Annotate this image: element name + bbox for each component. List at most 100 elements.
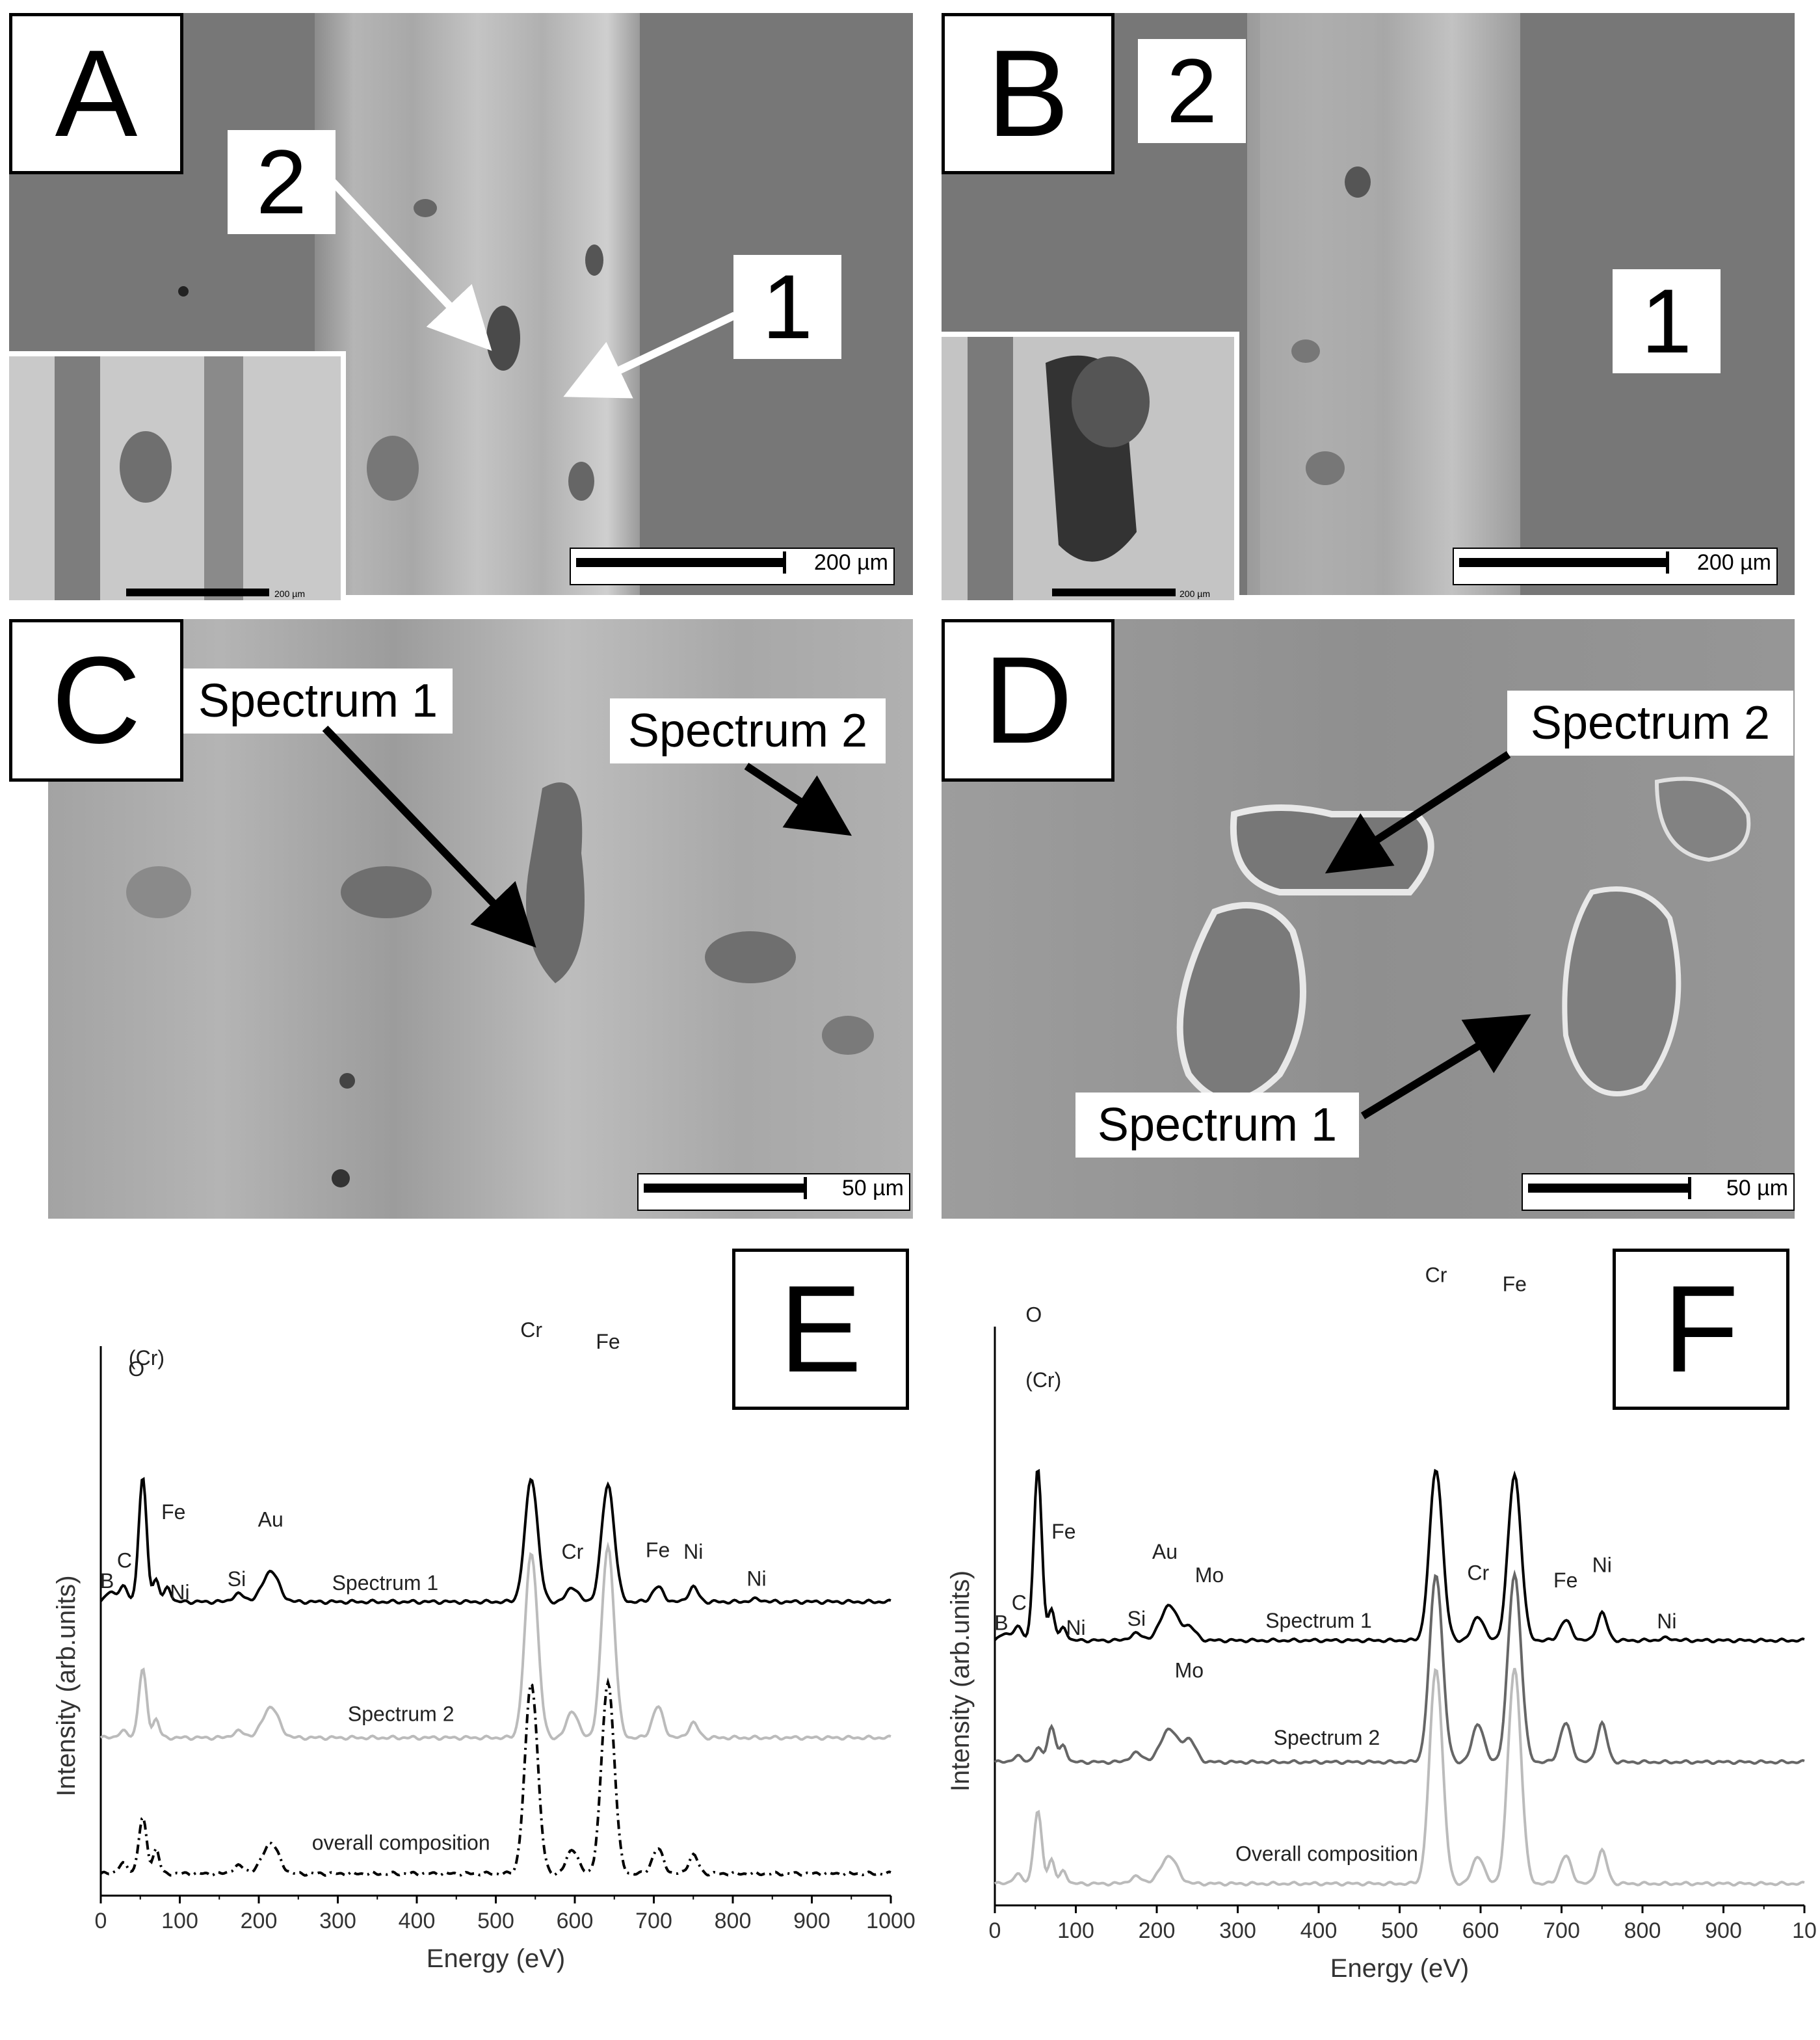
x-tick-label: 10 — [1792, 1918, 1817, 1943]
peak-annotation: Ni — [746, 1567, 766, 1590]
micrograph-c-spectrum-1-label: Spectrum 1 — [183, 669, 453, 734]
micrograph-b-inset-image — [942, 337, 1234, 600]
peak-annotation: Cr — [520, 1318, 542, 1342]
micrograph-a-scalebar: 200 µm — [570, 548, 895, 585]
peak-annotation: Spectrum 2 — [1274, 1726, 1380, 1749]
x-tick-label: 500 — [1381, 1918, 1418, 1943]
micrograph-a-inset-scalebar — [126, 589, 269, 596]
y-axis-label: Intensity (arb.units) — [946, 1570, 975, 1792]
peak-annotation: Fe — [1503, 1273, 1527, 1296]
micrograph-b-inset: 200 µm — [942, 332, 1239, 600]
series-0-line — [994, 1468, 1805, 1644]
micrograph-a-inset: 200 µm — [9, 351, 346, 600]
peak-annotation: Mo — [1175, 1658, 1204, 1682]
peak-annotation: Ni — [683, 1540, 703, 1563]
peak-annotation: Si — [1128, 1607, 1146, 1630]
peak-annotation: C — [117, 1548, 132, 1572]
micrograph-b-scalebar: 200 µm — [1453, 548, 1778, 585]
y-axis-label: Intensity (arb.units) — [52, 1575, 81, 1796]
x-tick-label: 300 — [1219, 1918, 1256, 1943]
peak-annotation: Fe — [161, 1500, 185, 1524]
x-tick-label: 700 — [635, 1909, 672, 1933]
x-tick-label: 1000 — [866, 1909, 916, 1933]
series-0-line — [99, 1477, 891, 1606]
peak-annotation: Au — [258, 1508, 284, 1531]
panel-d-label: D — [942, 619, 1114, 782]
x-tick-label: 0 — [989, 1918, 1001, 1943]
micrograph-a-inset-scale-label: 200 µm — [274, 589, 305, 599]
peak-annotation: Fe — [1553, 1569, 1577, 1592]
peak-annotation: Ni — [1066, 1616, 1085, 1639]
x-tick-label: 700 — [1543, 1918, 1580, 1943]
micrograph-a-scale-label: 200 µm — [813, 550, 888, 575]
peak-annotation: overall composition — [312, 1831, 490, 1854]
panel-e-label: E — [732, 1249, 909, 1410]
peak-annotation: O — [128, 1357, 144, 1381]
micrograph-d-spectrum-1-label: Spectrum 1 — [1075, 1093, 1359, 1158]
peak-annotation: Cr — [1467, 1561, 1489, 1584]
x-tick-label: 0 — [95, 1909, 107, 1933]
micrograph-b-label-2: 2 — [1138, 39, 1246, 143]
series-1-line — [99, 1541, 891, 1742]
x-tick-label: 800 — [1624, 1918, 1661, 1943]
micrograph-c-scale-label: 50 µm — [841, 1176, 904, 1200]
micrograph-a-inset-image — [9, 356, 341, 600]
peak-annotation: Au — [1152, 1540, 1178, 1563]
micrograph-d-spectrum-2-label: Spectrum 2 — [1507, 691, 1793, 756]
x-tick-label: 400 — [1300, 1918, 1338, 1943]
x-tick-label: 900 — [1705, 1918, 1742, 1943]
peak-annotation: Fe — [646, 1539, 670, 1562]
peak-annotation: C — [1012, 1591, 1027, 1614]
panel-c-label: C — [9, 619, 183, 782]
micrograph-d-scalebar: 50 µm — [1522, 1173, 1795, 1211]
peak-annotation: Cr — [561, 1540, 583, 1563]
x-tick-label: 400 — [399, 1909, 436, 1933]
x-tick-label: 100 — [161, 1909, 198, 1933]
micrograph-b-inset-scalebar — [1052, 589, 1176, 596]
peak-annotation: Ni — [1592, 1553, 1612, 1576]
peak-annotation: Cr — [1425, 1263, 1447, 1286]
x-tick-label: 200 — [241, 1909, 278, 1933]
peak-annotation: Mo — [1195, 1563, 1224, 1587]
micrograph-a-label-2: 2 — [228, 130, 336, 234]
x-tick-label: 100 — [1057, 1918, 1094, 1943]
peak-annotation: Ni — [1657, 1609, 1676, 1633]
series-2-line — [99, 1677, 891, 1877]
peak-annotation: (Cr) — [129, 1346, 165, 1370]
peak-annotation: O — [1025, 1303, 1042, 1326]
series-2-line — [994, 1667, 1805, 1887]
micrograph-b-label-1: 1 — [1613, 269, 1721, 373]
micrograph-c-spectrum-2-label: Spectrum 2 — [610, 698, 886, 763]
micrograph-d-scale-label: 50 µm — [1726, 1176, 1788, 1200]
x-tick-label: 900 — [793, 1909, 830, 1933]
peak-annotation: Ni — [170, 1580, 189, 1604]
micrograph-a-label-1: 1 — [733, 255, 841, 359]
peak-annotation: (Cr) — [1025, 1368, 1061, 1392]
micrograph-b-inset-scale-label: 200 µm — [1180, 589, 1210, 599]
peak-annotation: Si — [228, 1567, 246, 1591]
peak-annotation: Overall composition — [1235, 1842, 1418, 1866]
panel-f-label: F — [1613, 1249, 1789, 1410]
series-1-line — [994, 1569, 1805, 1766]
peak-annotation: Spectrum 1 — [1265, 1609, 1372, 1632]
x-tick-label: 200 — [1139, 1918, 1176, 1943]
panel-a-label: A — [9, 13, 183, 174]
x-tick-label: 500 — [477, 1909, 514, 1933]
peak-annotation: Fe — [596, 1330, 620, 1353]
x-axis-label: Energy (eV) — [427, 1944, 565, 1973]
x-tick-label: 300 — [319, 1909, 356, 1933]
peak-annotation: B — [994, 1611, 1008, 1634]
peak-annotation: B — [100, 1569, 114, 1593]
panel-b-label: B — [942, 13, 1114, 174]
x-tick-label: 600 — [1462, 1918, 1499, 1943]
peak-annotation: Spectrum 2 — [348, 1702, 455, 1726]
x-tick-label: 600 — [557, 1909, 594, 1933]
peak-annotation: Spectrum 1 — [332, 1571, 439, 1595]
peak-annotation: Fe — [1051, 1520, 1075, 1543]
x-axis-label: Energy (eV) — [1330, 1954, 1469, 1983]
x-tick-label: 800 — [715, 1909, 752, 1933]
